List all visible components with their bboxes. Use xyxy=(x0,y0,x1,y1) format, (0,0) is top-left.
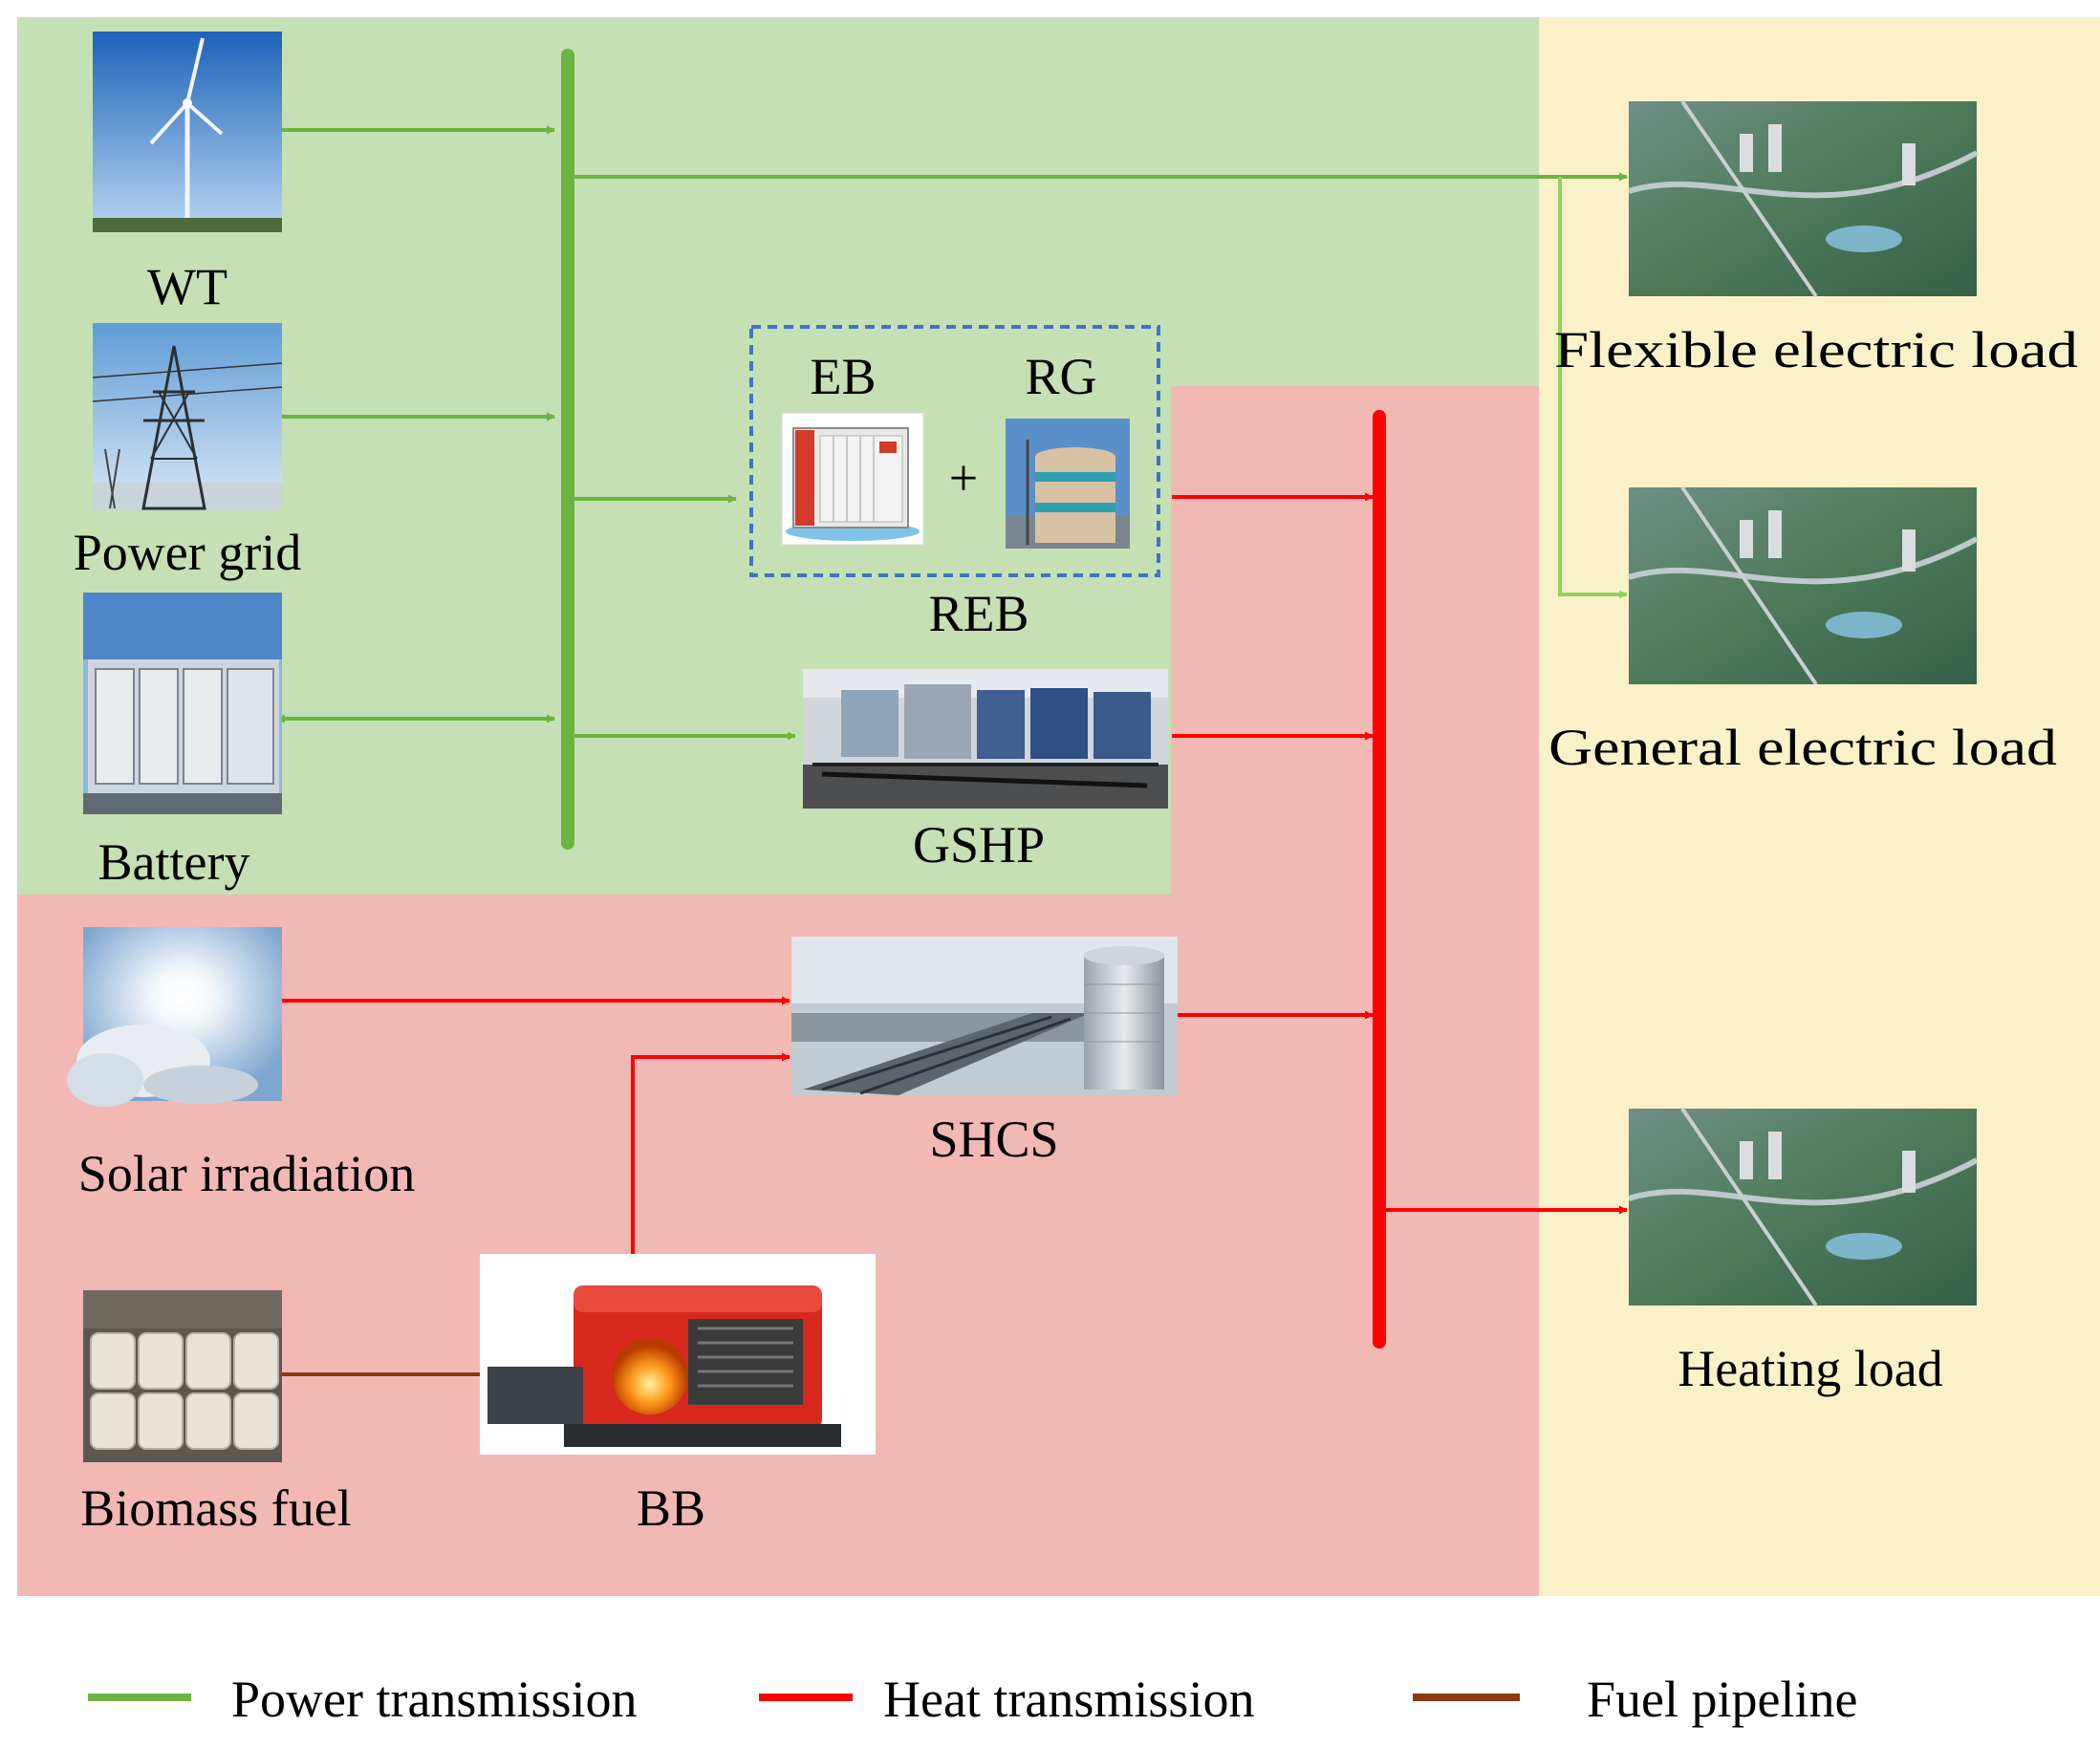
eb-image xyxy=(781,412,924,546)
legend-power-label: Power transmission xyxy=(231,1671,638,1728)
heating-load-image xyxy=(1628,1107,1979,1307)
wind-turbine-image xyxy=(93,32,282,232)
label-bb: BB xyxy=(637,1479,705,1537)
label-gshp: GSHP xyxy=(913,816,1045,874)
solar-irradiation-image xyxy=(67,927,282,1107)
label-reb: REB xyxy=(928,585,1028,642)
label-flexible-electric-load: Flexible electric load xyxy=(1554,321,2078,378)
general-load-image xyxy=(1628,486,1979,686)
power-grid-image xyxy=(92,323,283,510)
label-general-electric-load: General electric load xyxy=(1548,719,2057,776)
reb-box xyxy=(749,325,1160,577)
gshp-image xyxy=(803,669,1168,809)
shcs-image xyxy=(791,937,1178,1095)
red-region xyxy=(17,386,1539,1596)
label-power-grid: Power grid xyxy=(74,524,301,581)
label-shcs: SHCS xyxy=(929,1111,1058,1168)
label-biomass-fuel: Biomass fuel xyxy=(80,1479,351,1537)
label-rg: RG xyxy=(1025,348,1096,405)
bus-to-general-load xyxy=(1558,177,1628,599)
bb-image xyxy=(480,1254,876,1455)
label-wt: WT xyxy=(147,258,227,315)
biomass-fuel-image xyxy=(83,1290,282,1462)
legend-fuel-label: Fuel pipeline xyxy=(1587,1671,1857,1728)
label-eb: EB xyxy=(810,348,876,405)
flexible-load-image xyxy=(1628,99,1979,298)
legend: Power transmission Heat transmission Fue… xyxy=(88,1671,1857,1728)
label-solar-irradiation: Solar irradiation xyxy=(78,1145,415,1202)
bb-to-shcs xyxy=(631,1052,790,1256)
battery-image xyxy=(83,593,282,814)
label-battery: Battery xyxy=(98,833,250,891)
rg-image xyxy=(1006,419,1130,549)
label-plus: + xyxy=(949,449,978,507)
label-heating-load: Heating load xyxy=(1678,1340,1942,1397)
legend-heat-label: Heat transmission xyxy=(883,1671,1254,1728)
